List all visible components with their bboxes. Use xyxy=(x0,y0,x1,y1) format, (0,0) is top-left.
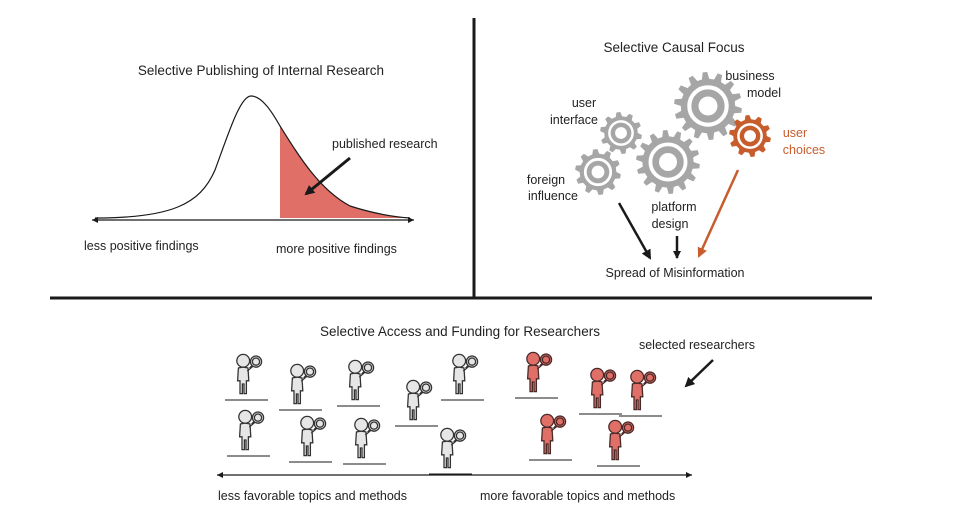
panel-access: Selective Access and Funding for Researc… xyxy=(217,324,755,503)
researcher-figure xyxy=(395,379,438,427)
publishing-axis-right-label: more positive findings xyxy=(276,242,397,256)
researchers-layer xyxy=(225,351,662,475)
arrow-foreign-influence xyxy=(617,202,652,260)
causal-title: Selective Causal Focus xyxy=(603,40,744,55)
published-research-arrow xyxy=(304,156,351,196)
publishing-title: Selective Publishing of Internal Researc… xyxy=(138,63,384,78)
researcher-figure xyxy=(227,409,270,457)
researcher-figure xyxy=(337,359,380,407)
selected-researcher-figure xyxy=(529,413,572,461)
selected-researcher-figure xyxy=(619,369,662,417)
gear-label-foreign-influence-2: influence xyxy=(528,189,578,203)
panel-causal: Selective Causal Focus user interface bu… xyxy=(527,40,825,280)
gear-label-user-choices-1: user xyxy=(783,126,807,140)
panel-publishing: Selective Publishing of Internal Researc… xyxy=(84,63,438,256)
researcher-figure xyxy=(279,363,322,411)
selected-researcher-figure xyxy=(579,367,622,415)
bell-curve xyxy=(94,95,411,219)
researcher-figure xyxy=(225,353,268,401)
selected-researchers-arrow xyxy=(684,359,714,388)
researcher-figure xyxy=(343,417,386,465)
gear-label-platform-design-1: platform xyxy=(651,200,696,214)
researcher-figure xyxy=(441,353,484,401)
gear-label-business-model-2: model xyxy=(747,86,781,100)
access-axis-left-label: less favorable topics and methods xyxy=(218,489,407,503)
published-research-label: published research xyxy=(332,137,438,151)
target-label: Spread of Misinformation xyxy=(606,266,745,280)
researcher-figure xyxy=(289,415,332,463)
gear-label-foreign-influence-1: foreign xyxy=(527,173,565,187)
selected-researcher-figure xyxy=(597,419,640,467)
selected-researcher-figure xyxy=(515,351,558,399)
gear-platform-design-icon xyxy=(636,130,700,194)
gear-label-business-model-1: business xyxy=(725,69,774,83)
gear-foreign-influence-icon xyxy=(575,149,621,195)
access-title: Selective Access and Funding for Researc… xyxy=(320,324,600,339)
gear-label-platform-design-2: design xyxy=(652,217,689,231)
gear-business-model-icon xyxy=(674,72,742,140)
arrow-user-choices xyxy=(697,169,740,258)
publishing-axis-left-label: less positive findings xyxy=(84,239,199,253)
researcher-figure xyxy=(429,427,472,475)
gear-label-user-interface-1: user xyxy=(572,96,596,110)
gear-user-choices-icon xyxy=(729,115,771,157)
gears-layer xyxy=(575,72,771,195)
selected-researchers-label: selected researchers xyxy=(639,338,755,352)
gear-label-user-choices-2: choices xyxy=(783,143,825,157)
gear-user-interface-icon xyxy=(600,112,642,154)
access-axis-right-label: more favorable topics and methods xyxy=(480,489,675,503)
gear-label-user-interface-2: interface xyxy=(550,113,598,127)
